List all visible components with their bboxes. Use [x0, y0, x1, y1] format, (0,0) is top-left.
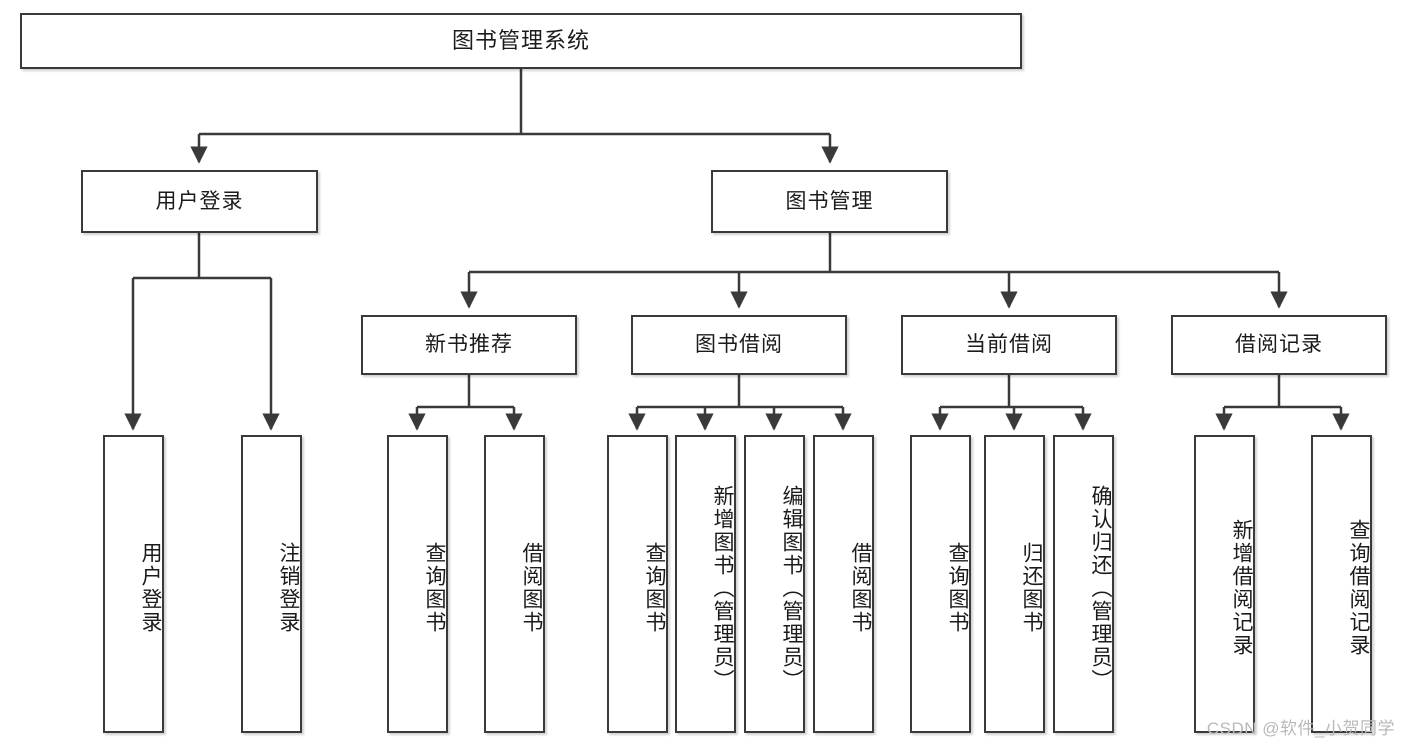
- node-leaf-query-book-3-label: 查询图书: [946, 542, 969, 634]
- node-leaf-logout-login-label: 注销登录: [277, 542, 300, 634]
- node-leaf-add-book[interactable]: 新增图书（管理员）: [675, 435, 736, 733]
- node-user-login[interactable]: 用户登录: [81, 170, 318, 233]
- node-root-label: 图书管理系统: [451, 27, 590, 53]
- node-leaf-query-book-1-label: 查询图书: [423, 542, 446, 634]
- node-leaf-borrow-book-1-label: 借阅图书: [520, 542, 543, 634]
- node-new-book-recommend-label: 新书推荐: [425, 333, 513, 357]
- node-leaf-borrow-book-2-label: 借阅图书: [849, 542, 872, 634]
- node-leaf-confirm-return-label: 确认归还（管理员）: [1089, 484, 1112, 692]
- node-leaf-add-record-label: 新增借阅记录: [1230, 519, 1253, 657]
- node-user-login-label: 用户登录: [155, 189, 244, 213]
- csdn-watermark: CSDN @软件_小贺同学: [1206, 719, 1395, 738]
- node-new-book-recommend[interactable]: 新书推荐: [361, 315, 577, 375]
- node-book-manage[interactable]: 图书管理: [711, 170, 948, 233]
- node-leaf-user-login-label: 用户登录: [139, 542, 162, 634]
- node-leaf-user-login[interactable]: 用户登录: [103, 435, 164, 733]
- node-current-borrow[interactable]: 当前借阅: [901, 315, 1117, 375]
- node-leaf-query-book-3[interactable]: 查询图书: [910, 435, 971, 733]
- node-leaf-add-book-label: 新增图书（管理员）: [711, 484, 734, 692]
- node-book-manage-label: 图书管理: [785, 189, 874, 213]
- node-borrow-record-label: 借阅记录: [1235, 333, 1323, 357]
- node-leaf-borrow-book-1[interactable]: 借阅图书: [484, 435, 545, 733]
- node-leaf-borrow-book-2[interactable]: 借阅图书: [813, 435, 874, 733]
- node-leaf-query-record-label: 查询借阅记录: [1347, 519, 1370, 657]
- node-leaf-query-record[interactable]: 查询借阅记录: [1311, 435, 1372, 733]
- node-book-borrow-label: 图书借阅: [695, 333, 783, 357]
- node-leaf-add-record[interactable]: 新增借阅记录: [1194, 435, 1255, 733]
- node-leaf-return-book-label: 归还图书: [1020, 542, 1043, 634]
- node-leaf-query-book-1[interactable]: 查询图书: [387, 435, 448, 733]
- node-leaf-query-book-2[interactable]: 查询图书: [607, 435, 668, 733]
- node-leaf-edit-book[interactable]: 编辑图书（管理员）: [744, 435, 805, 733]
- node-leaf-query-book-2-label: 查询图书: [643, 542, 666, 634]
- node-book-borrow[interactable]: 图书借阅: [631, 315, 847, 375]
- node-current-borrow-label: 当前借阅: [965, 333, 1053, 357]
- node-leaf-confirm-return[interactable]: 确认归还（管理员）: [1053, 435, 1114, 733]
- node-leaf-return-book[interactable]: 归还图书: [984, 435, 1045, 733]
- node-borrow-record[interactable]: 借阅记录: [1171, 315, 1387, 375]
- node-leaf-logout-login[interactable]: 注销登录: [241, 435, 302, 733]
- node-leaf-edit-book-label: 编辑图书（管理员）: [780, 484, 803, 692]
- node-root[interactable]: 图书管理系统: [20, 13, 1022, 69]
